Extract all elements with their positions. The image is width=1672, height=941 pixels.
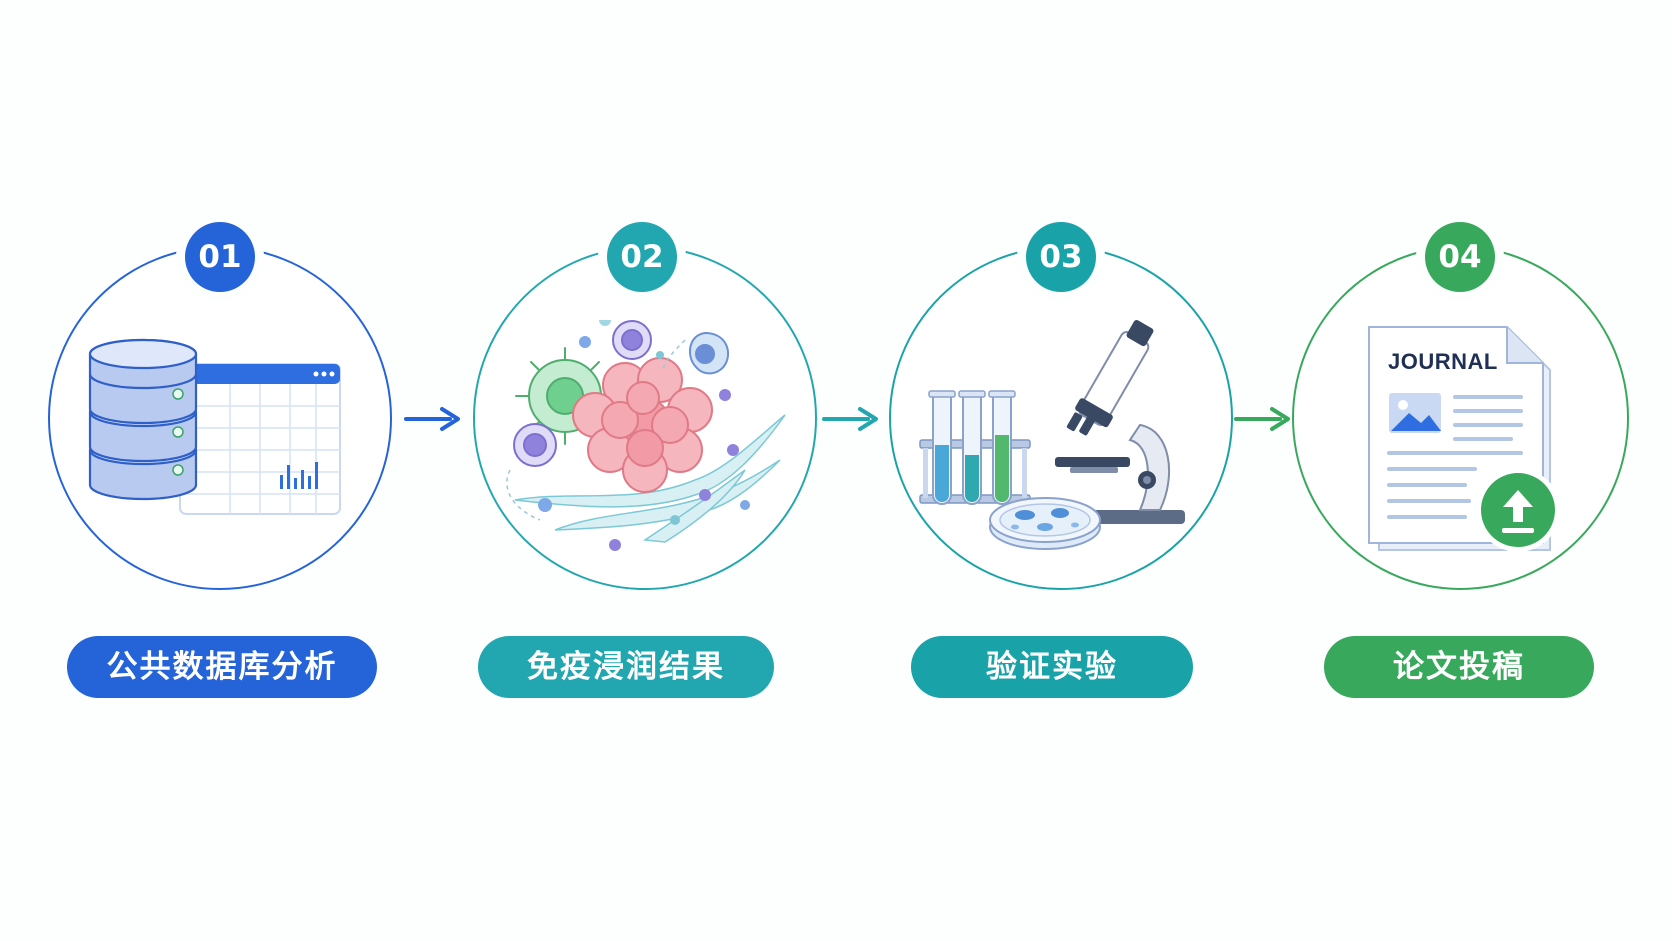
lab-microscope-icon [919,319,1185,550]
arrow-right-icon [1234,407,1290,431]
step-3-label: 验证实验 [911,636,1193,698]
step-2-number-badge: 02 [607,222,677,292]
immune-cells-icon [506,320,786,551]
journal-title: JOURNAL [1388,349,1498,374]
step-3-number-badge: 03 [1026,222,1096,292]
step-4-number-badge: 04 [1425,222,1495,292]
step-2-label: 免疫浸润结果 [478,636,774,698]
journal-upload-icon: JOURNAL [1365,325,1565,555]
arrow-right-icon [822,407,878,431]
step-4-label: 论文投稿 [1324,636,1594,698]
step-1-label: 公共数据库分析 [67,636,377,698]
database-spreadsheet-icon [88,338,341,515]
step-1-number-badge: 01 [185,222,255,292]
arrow-right-icon [404,407,460,431]
